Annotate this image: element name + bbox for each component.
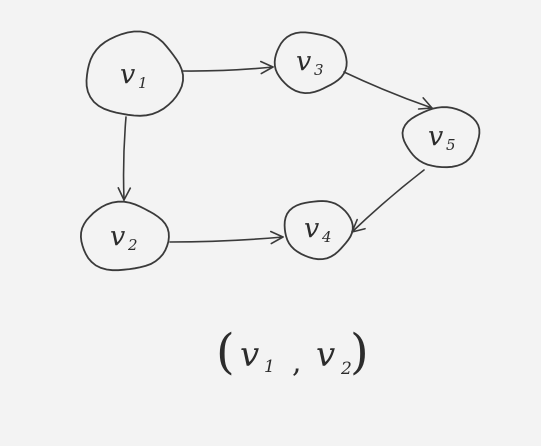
node-circle (79, 200, 170, 272)
arrowhead (259, 60, 274, 75)
node-label-letter: v (120, 59, 135, 90)
caption-open-paren: ( (216, 324, 235, 380)
edge-line (122, 116, 127, 201)
caption-second-vertex-letter: v (316, 335, 335, 375)
caption-close-paren: ) (350, 324, 369, 380)
node-label-letter: v (304, 213, 319, 244)
node-circle (401, 106, 481, 169)
node-label-index: 2 (127, 236, 138, 254)
arrowhead (269, 230, 284, 245)
node-circle (283, 200, 354, 261)
node-label-index: 4 (321, 228, 332, 246)
caption-separator: , (292, 345, 302, 380)
node-label-letter: v (428, 121, 443, 152)
caption-first-vertex-index: 1 (264, 357, 275, 377)
edge-pair-caption: ( v 1 , v 2 ) (216, 324, 369, 380)
edge-v5-v4 (351, 169, 425, 233)
node-circle (273, 31, 348, 95)
edge-v1-v3 (181, 60, 274, 75)
node-label-index: 1 (138, 74, 148, 92)
edge-v2-v4 (169, 230, 284, 245)
edge-line (351, 169, 425, 233)
edge-v3-v5 (343, 71, 433, 110)
node-circle (85, 30, 184, 117)
node-label-index: 3 (314, 61, 324, 79)
node-label-index: 5 (446, 136, 456, 154)
edge-line (169, 236, 284, 243)
edge-line (181, 66, 274, 72)
node-label-letter: v (296, 46, 311, 77)
edge-line (343, 71, 433, 109)
edge-v1-v2 (117, 116, 132, 201)
caption-first-vertex-letter: v (240, 335, 259, 375)
edges-layer (117, 60, 433, 245)
caption-second-vertex-index: 2 (340, 359, 352, 379)
node-label-letter: v (110, 221, 125, 252)
arrowhead (117, 187, 132, 201)
